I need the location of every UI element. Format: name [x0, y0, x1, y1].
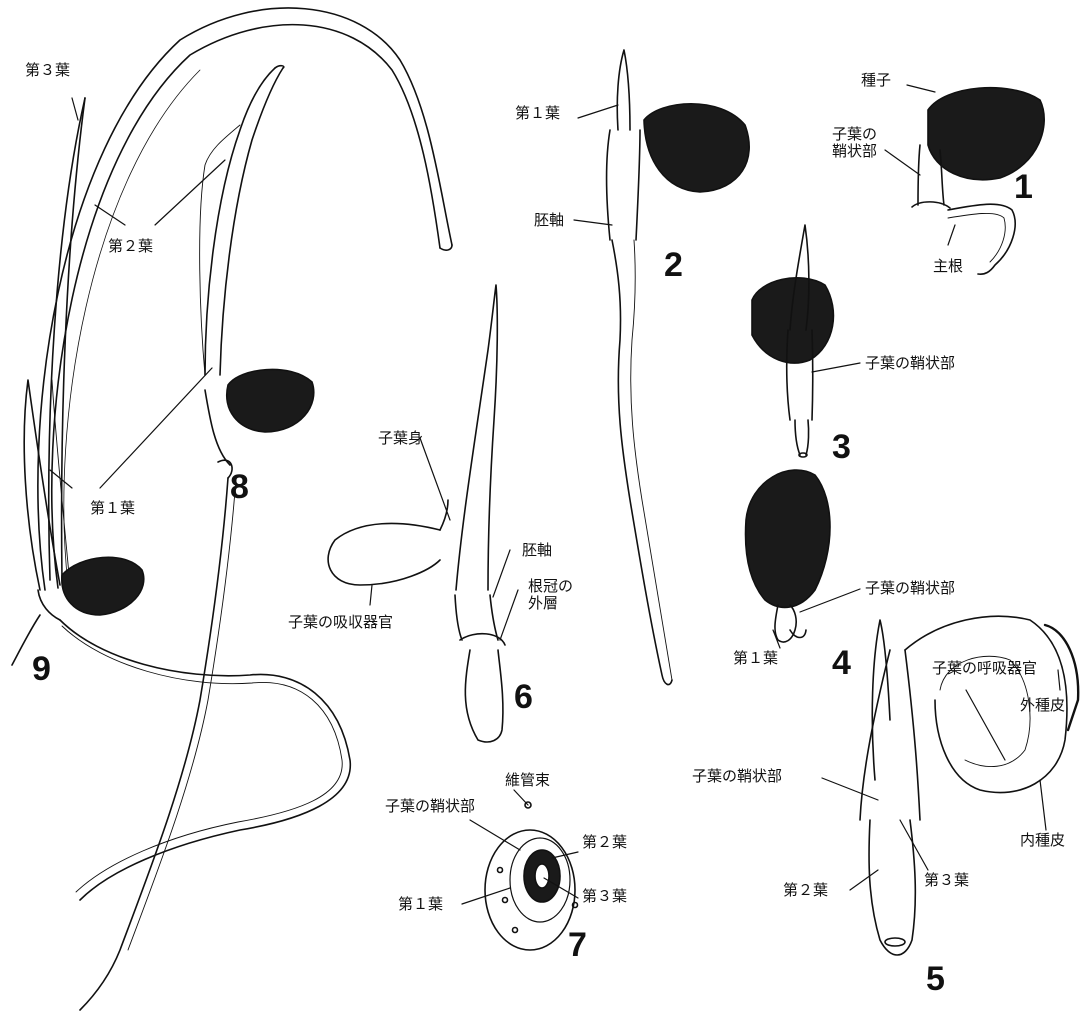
figure-2-seedling: [607, 50, 750, 685]
label-coleoptile-sheath-4: 子葉の鞘状部: [865, 580, 955, 597]
label-hypocotyl-2: 胚軸: [534, 212, 564, 229]
figure-number-6: 6: [514, 680, 533, 714]
figure-9-seedling: [12, 8, 452, 900]
label-second-leaf-7: 第２葉: [582, 834, 627, 851]
label-coleoptile-sheath-7: 子葉の鞘状部: [385, 798, 475, 815]
label-cotyledon-blade-6: 子葉身: [378, 430, 423, 447]
figure-number-5: 5: [926, 962, 945, 996]
label-third-leaf-5: 第３葉: [924, 872, 969, 889]
label-first-leaf-4: 第１葉: [733, 650, 778, 667]
label-cotyledon-absorb-6: 子葉の吸収器官: [288, 614, 393, 631]
figure-8-seedling: [80, 66, 314, 1010]
leader-lines: [50, 85, 1060, 904]
figure-number-1: 1: [1014, 170, 1033, 204]
label-seed-1: 種子: [861, 72, 891, 89]
label-coleoptile-sheath-1: 子葉の 鞘状部: [832, 126, 877, 161]
label-cotyledon-resp-5: 子葉の呼吸器官: [932, 660, 1037, 677]
label-vascular-bundle-7: 維管束: [505, 772, 550, 789]
figure-7-cross-section: [485, 802, 578, 950]
figure-number-9: 9: [32, 652, 51, 686]
label-coleoptile-sheath-3: 子葉の鞘状部: [865, 355, 955, 372]
label-first-leaf-2: 第１葉: [515, 105, 560, 122]
figure-6-seedling: [328, 285, 505, 742]
figure-4-seedling: [746, 470, 830, 642]
label-inner-seedcoat-5: 内種皮: [1020, 832, 1065, 849]
label-second-leaf-5: 第２葉: [783, 882, 828, 899]
label-third-leaf-7: 第３葉: [582, 888, 627, 905]
label-outer-seedcoat-5: 外種皮: [1020, 697, 1065, 714]
label-hypocotyl-6: 胚軸: [522, 542, 552, 559]
figure-3-seedling: [752, 225, 833, 457]
figure-number-8: 8: [230, 470, 249, 504]
label-primary-root-1: 主根: [933, 258, 963, 275]
figure-number-3: 3: [832, 430, 851, 464]
label-second-leaf-9-8: 第２葉: [108, 238, 153, 255]
label-third-leaf-9: 第３葉: [25, 62, 70, 79]
label-first-leaf-9-8: 第１葉: [90, 500, 135, 517]
label-first-leaf-7: 第１葉: [398, 896, 443, 913]
label-coleoptile-sheath-5: 子葉の鞘状部: [692, 768, 782, 785]
figure-number-7: 7: [568, 928, 587, 962]
figure-number-2: 2: [664, 248, 683, 282]
label-root-cap-outer-6: 根冠の 外層: [528, 578, 573, 613]
figure-number-4: 4: [832, 646, 851, 680]
